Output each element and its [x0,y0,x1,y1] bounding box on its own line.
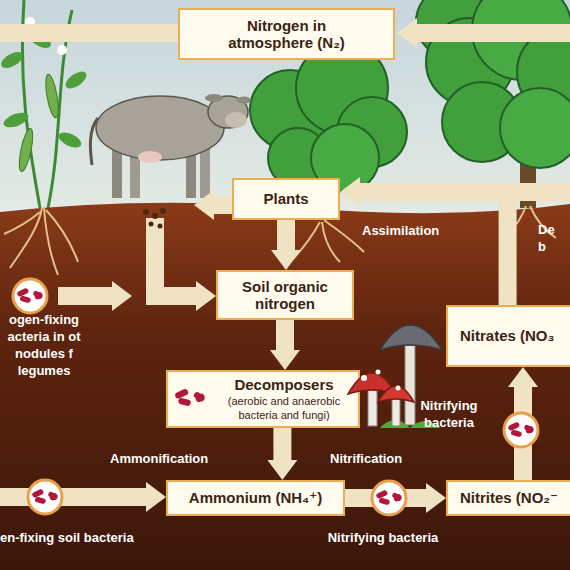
note-label: Nitrifying bacteria [410,398,488,432]
box-title: Nitrates (NO₃ [460,327,554,344]
sky [0,0,570,230]
plant-leaf [57,129,84,150]
manure-dot [143,209,149,215]
flow-arrows [0,33,570,497]
note-label: De b [538,222,564,256]
process-box: Decomposers (aerobic and anaerobic bacter… [166,370,360,428]
cow-muzzle [225,112,247,128]
manure-dot [160,208,166,214]
flow-arrow [276,320,294,350]
process-box: Nitrites (NO₂⁻ [446,480,570,516]
mushroom-spot [396,386,401,391]
note-label: en-fixing soil bacteria [0,530,190,547]
cow-body [96,96,224,160]
process-box: Soil organic nitrogen [216,270,354,320]
box-note: (aerobic and anaerobic bacteria and fung… [216,395,352,421]
flow-arrow [58,287,112,305]
bacteria-icon [504,413,538,447]
bacteria-icon [174,388,206,407]
manure-dot [158,224,163,229]
root [46,210,78,262]
flow-arrow [0,488,146,506]
flow-arrow [0,24,180,42]
mushroom-spot [361,375,367,381]
mushroom-cap [380,325,442,350]
pea-pod [43,73,60,118]
manure [143,208,166,229]
process-box: Nitrogen in atmosphere (N₂) [178,8,395,60]
root [44,208,58,275]
root [530,206,556,238]
mushroom-cap [378,386,414,402]
pea-flower [57,45,67,55]
cow [90,94,251,198]
mushrooms [348,325,442,428]
box-title: Plants [263,190,308,207]
box-title: Soil organic nitrogen [230,278,340,313]
process-label: Assimilation [362,223,439,240]
root [290,222,320,262]
box-title: Decomposers [234,376,333,393]
root [322,222,340,262]
process-label: Ammonification [110,451,208,468]
plant-leaf [0,49,25,71]
root [324,220,364,252]
mushroom-stem [368,390,377,426]
root [10,208,42,268]
box-title: Nitrogen in atmosphere (N₂) [208,17,365,52]
box-title: Ammonium (NH₄⁺) [189,489,322,506]
tree-canopy [500,88,570,168]
bacteria-icon [13,279,47,313]
plant-leaf [63,68,90,92]
cow-udder [138,151,162,163]
cow-tail [90,118,98,165]
bacteria-icon [372,481,406,515]
process-label: Nitrification [330,451,402,468]
flow-arrow [277,220,295,250]
grass [380,420,440,428]
flow-arrow [214,196,232,214]
flow-arrow [155,218,196,296]
process-box: Nitrates (NO₃ [446,305,570,367]
manure-dot [152,213,158,219]
pea-pod [17,127,36,172]
mushroom-stem [405,345,415,425]
cow-ear [205,94,223,102]
mushroom-cap [348,373,396,394]
flow-arrow [273,428,291,460]
note-label: ogen-fixing acteria in ot nodules f legu… [0,312,88,380]
flow-arrow [345,489,426,507]
root [500,206,526,240]
cow-ear [237,97,251,104]
tree [416,0,570,208]
mushroom-stem [392,398,400,426]
root [4,212,40,234]
note-label: Nitrifying bacteria [308,530,458,547]
flow-arrow [417,24,570,42]
plant-leaf [2,110,31,130]
flow-arrow [360,192,508,305]
process-box: Ammonium (NH₄⁺) [166,480,345,516]
bacteria-icon [28,480,62,514]
flow-arrow [498,183,570,201]
process-box: Plants [232,178,340,220]
flow-arrow [514,387,532,480]
manure-dot [149,222,154,227]
mushroom-spot [376,370,381,375]
box-title: Nitrites (NO₂⁻ [460,489,558,506]
